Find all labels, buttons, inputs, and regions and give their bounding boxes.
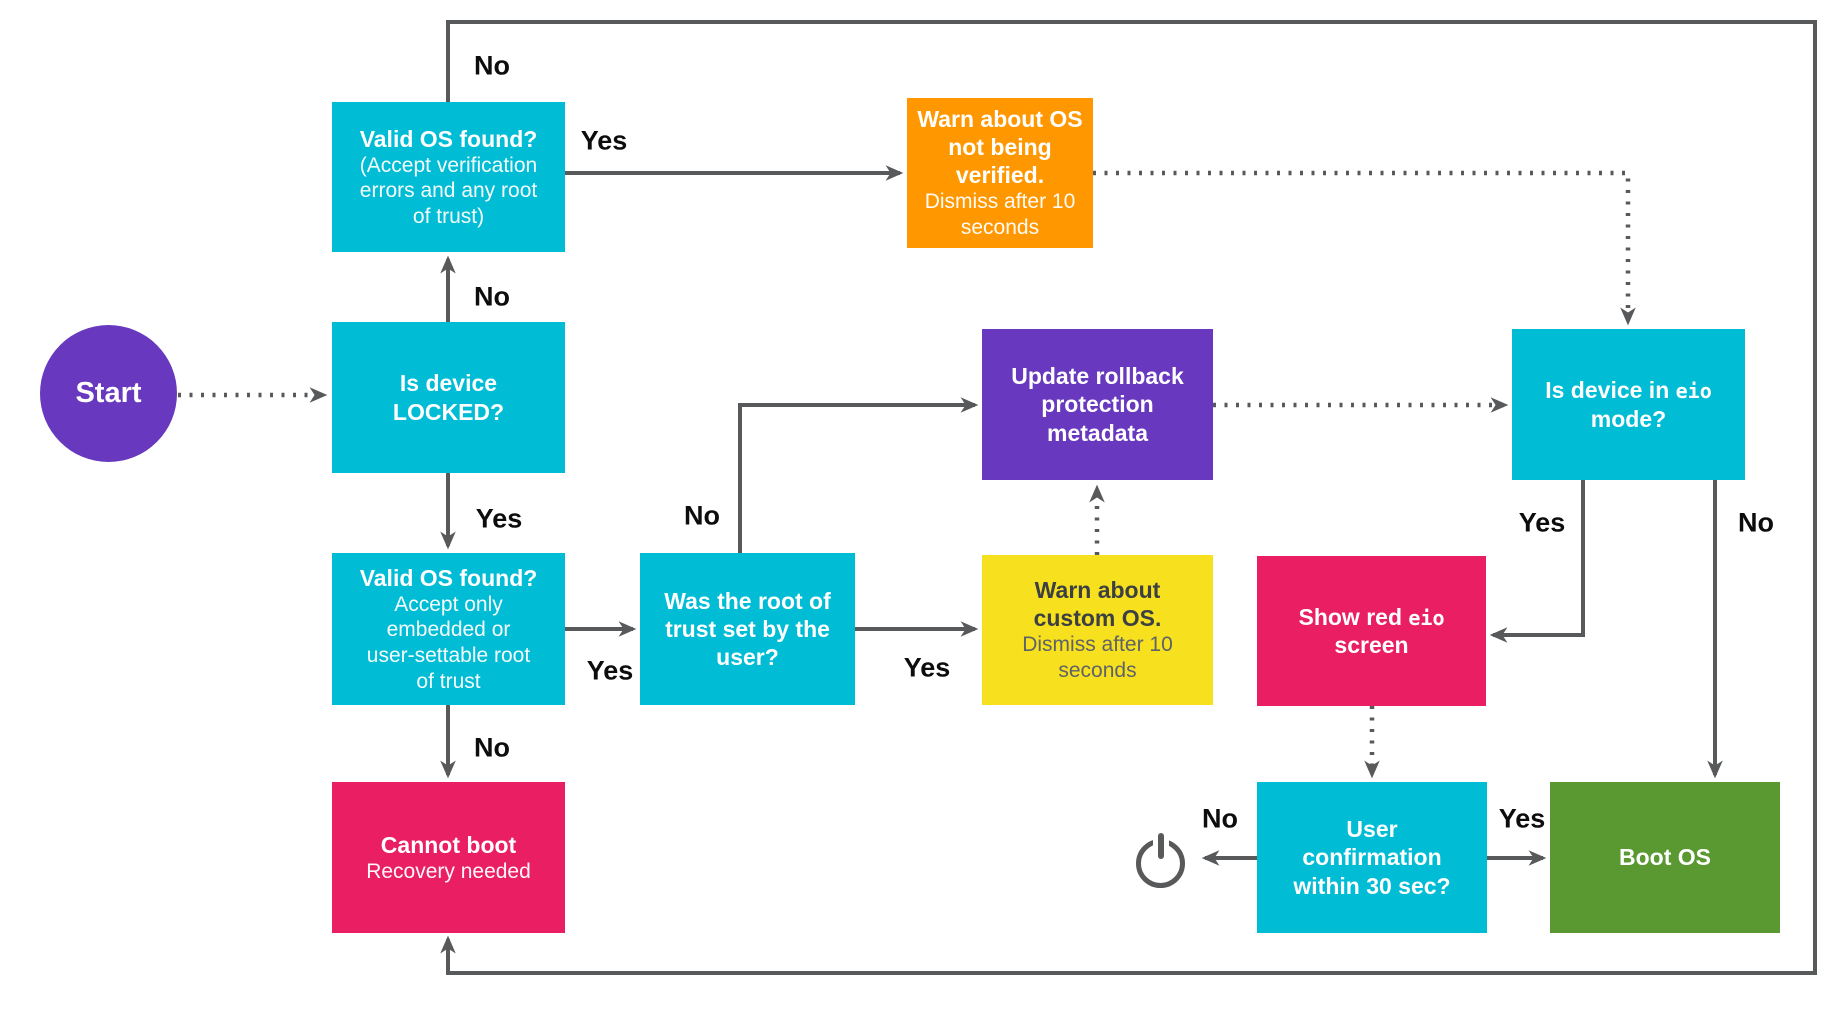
edge-label-valid-top-yes: Yes (580, 125, 628, 156)
edge-label-eio-no: No (1738, 507, 1774, 538)
node-body: Dismiss after 10 seconds (1022, 633, 1173, 683)
node-title: Was the root of trust set by the user? (664, 587, 831, 671)
node-cannot-boot: Cannot boot Recovery needed (332, 782, 565, 933)
node-warn-os-not-verified: Warn about OS not being verified. Dismis… (907, 98, 1093, 248)
power-icon-stem (1158, 833, 1164, 859)
edge-label-eio-yes: Yes (1518, 507, 1566, 538)
power-icon (1134, 833, 1188, 888)
node-title: Warn about custom OS. (1033, 577, 1162, 632)
start-node: Start (40, 325, 177, 462)
edge-label-user-no: No (1202, 803, 1238, 834)
node-boot-os: Boot OS (1550, 782, 1780, 933)
node-title: Valid OS found? (359, 564, 538, 591)
node-valid-os-bottom: Valid OS found? Accept only embedded or … (332, 553, 565, 705)
edge-label-valid-top-no: No (474, 50, 510, 81)
edge-root-no-to-update (738, 397, 979, 553)
node-body: (Accept verification errors and any root… (359, 153, 538, 228)
node-title: User confirmation within 30 sec? (1293, 816, 1451, 899)
showred-text-prefix: Show red (1298, 603, 1409, 630)
node-title: Is device in eio mode? (1522, 376, 1735, 432)
node-title: Show red eio screen (1267, 603, 1476, 659)
node-warn-custom-os: Warn about custom OS. Dismiss after 10 s… (982, 555, 1213, 705)
eio-text-prefix: Is device in (1545, 377, 1676, 404)
eio-code: eio (1675, 379, 1712, 404)
edge-label-root-no: No (684, 500, 720, 531)
start-label: Start (75, 377, 142, 409)
node-user-confirmation: User confirmation within 30 sec? (1257, 782, 1487, 933)
edge-validtop-no-loop-to-cannotboot (440, 20, 1817, 975)
edge-label-locked-yes: Yes (475, 503, 523, 534)
node-valid-os-top: Valid OS found? (Accept verification err… (332, 102, 565, 252)
eio-text-suffix: mode? (1590, 405, 1667, 432)
edge-eio-yes-to-showred (1489, 480, 1585, 643)
node-title: Valid OS found? (359, 125, 538, 152)
node-title: Is device LOCKED? (392, 370, 505, 425)
node-title: Cannot boot (380, 831, 517, 858)
node-update-rollback: Update rollback protection metadata (982, 329, 1213, 480)
edge-label-valid-bottom-no: No (474, 732, 510, 763)
edge-warnos-to-eio (1093, 170, 1636, 326)
showred-text-suffix: screen (1334, 632, 1409, 658)
node-body: Dismiss after 10 seconds (924, 190, 1076, 240)
showred-code: eio (1408, 605, 1445, 630)
node-show-red-eio-screen: Show red eio screen (1257, 556, 1486, 706)
edge-label-root-yes: Yes (903, 652, 951, 683)
node-is-device-locked: Is device LOCKED? (332, 322, 565, 473)
node-title: Warn about OS not being verified. (917, 106, 1083, 189)
node-title: Update rollback protection metadata (1011, 363, 1184, 446)
edge-label-valid-bottom-yes: Yes (586, 655, 634, 686)
node-body: Accept only embedded or user-settable ro… (366, 592, 531, 693)
node-is-device-in-eio-mode: Is device in eio mode? (1512, 329, 1745, 480)
node-title: Boot OS (1619, 844, 1711, 871)
node-root-of-trust: Was the root of trust set by the user? (640, 553, 855, 705)
edge-label-user-yes: Yes (1498, 803, 1546, 834)
node-body: Recovery needed (366, 859, 531, 883)
edge-label-locked-no: No (474, 281, 510, 312)
